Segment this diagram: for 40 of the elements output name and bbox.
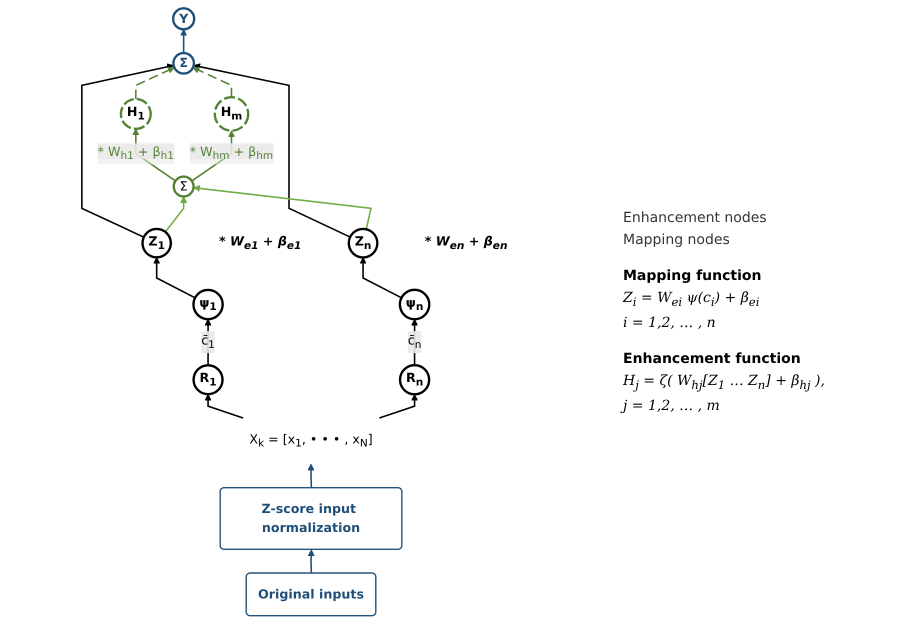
formula-text: j = 1,2, … , m [623,398,893,414]
node-circle: R$_{n}$ [398,364,430,396]
edge-label: c̄$_{n}$ [408,332,422,351]
formula-text: Z$_{i}$ = W$_{ei}$ ψ(c$_{i}$) + β$_{ei}$ [623,290,760,309]
arrow [192,67,232,98]
function-heading: Mapping function [623,268,762,284]
node-label: * W$_{en}$ + β$_{en}$ [424,234,508,252]
arrow [204,318,212,366]
arrow [193,184,372,230]
node-label: * W$_{e1}$ + β$_{e1}$ [219,234,302,252]
arrow [411,318,418,366]
arrow [308,464,314,488]
arrow [360,257,402,298]
region-label: Enhancement nodes [623,210,768,226]
edge-label: * W$_{hm}$ + β$_{hm}$ [190,144,274,162]
arrow [180,29,188,54]
arrow [308,549,315,574]
node-circle: Σ [172,52,196,75]
region-label: Mapping nodes [623,232,731,248]
arrow [379,394,418,419]
node-circle: ψ$_{1}$ [192,288,224,320]
node-circle: H$_{m}$ [214,96,250,132]
node-circle: ψ$_{n}$ [398,288,430,320]
arrow [204,394,244,419]
formula-text: i = 1,2, … , n [623,315,717,331]
edge-label: c̄$_{1}$ [201,332,215,351]
arrow [153,257,196,299]
formula-text: H$_{j}$ = ζ( W$_{hj}$[Z$_{1}$ … Z$_{n}$] + β$_{hj}$ ), [623,373,826,392]
node-circle: H$_{1}$ [120,98,152,130]
node-text: X$_{k}$ = [x$_{1}$, • • • , x$_{N}$] [249,431,373,450]
node-circle: Y [172,7,196,31]
node-circle: R$_{1}$ [192,364,224,396]
node-circle: Σ [172,175,195,198]
edge-label: * W$_{h1}$ + β$_{h1}$ [98,144,174,162]
arrow [164,196,188,232]
node-circle: Z$_{1}$ [141,228,172,258]
node-circle: Z$_{n}$ [348,228,379,259]
arrow [193,63,350,238]
arrow [135,67,175,100]
function-heading: Enhancement function [623,351,802,367]
